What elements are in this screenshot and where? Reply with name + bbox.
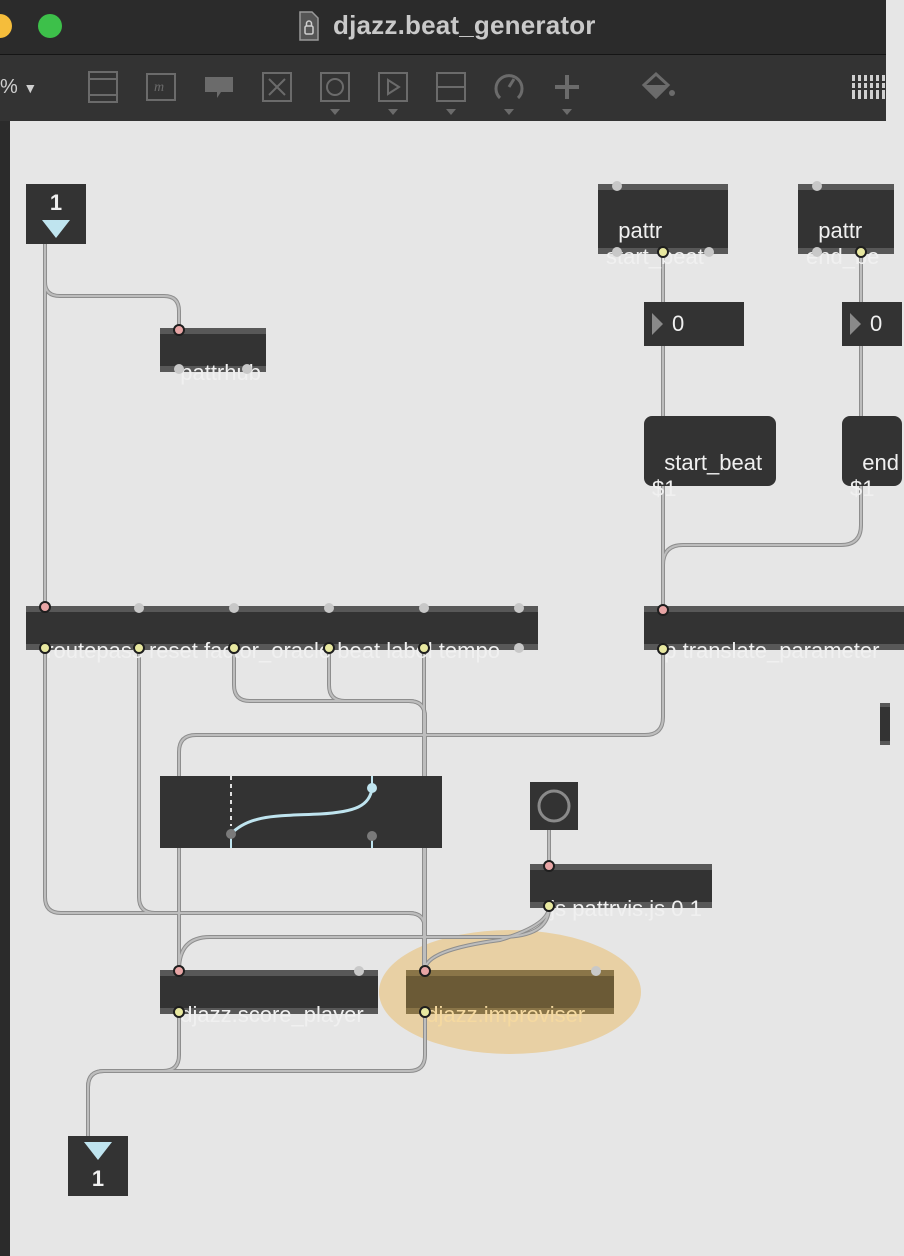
chevron-down-icon: ▼ xyxy=(23,80,38,96)
function-curve-widget[interactable] xyxy=(160,776,442,848)
message-label: start_beat $1 xyxy=(652,450,763,501)
add-icon[interactable] xyxy=(549,69,585,105)
number-value: 0 xyxy=(870,311,883,336)
title-bar: djazz.beat_generator xyxy=(0,0,886,55)
score-player-object[interactable]: djazz.score_player xyxy=(160,970,378,1027)
object-label: pattr start_beat xyxy=(606,218,704,269)
button-icon[interactable] xyxy=(317,69,353,105)
object-label: p translate_parameter xyxy=(664,638,880,663)
improviser-object[interactable]: djazz.improviser xyxy=(406,970,614,1027)
object-label: djazz.improviser xyxy=(426,1002,586,1027)
paint-bucket-icon[interactable] xyxy=(640,69,676,105)
chevron-down-icon xyxy=(504,109,514,115)
message-start-beat[interactable]: start_beat $1 xyxy=(644,416,776,501)
zoom-window-button[interactable] xyxy=(38,14,62,38)
inlet-arrow-icon xyxy=(42,220,70,238)
toolbar: % ▼ m xyxy=(0,55,886,121)
bang-button[interactable] xyxy=(530,782,578,830)
object-label: pattr end_be xyxy=(806,218,880,269)
svg-text:m: m xyxy=(154,80,164,95)
offscreen-object[interactable] xyxy=(880,703,890,745)
slider-icon[interactable] xyxy=(433,69,469,105)
number-box-end[interactable]: 0 xyxy=(842,302,902,346)
pattr-start-beat-object[interactable]: pattr start_beat xyxy=(598,184,728,269)
number-value: 0 xyxy=(672,311,685,336)
comment-icon[interactable] xyxy=(201,69,237,105)
document-lock-icon xyxy=(299,11,319,41)
translate-parameter-subpatcher[interactable]: p translate_parameter xyxy=(644,606,904,663)
outlet-arrow-icon xyxy=(84,1142,112,1160)
chevron-down-icon xyxy=(330,109,340,115)
patcher-inlet[interactable]: 1 xyxy=(26,184,86,244)
message-label: end $1 xyxy=(850,450,899,501)
text-icon[interactable]: m xyxy=(143,69,179,105)
presentation-icon[interactable] xyxy=(85,69,121,105)
object-label: djazz.score_player xyxy=(180,1002,364,1027)
dial-icon[interactable] xyxy=(491,69,527,105)
number-arrow-icon xyxy=(652,313,663,335)
chevron-down-icon xyxy=(388,109,398,115)
message-end-beat[interactable]: end $1 xyxy=(842,416,902,501)
window-title: djazz.beat_generator xyxy=(333,10,596,40)
object-label: js pattrvis.js 0 1 xyxy=(550,896,702,921)
outlet-number: 1 xyxy=(91,1166,105,1191)
patcher-outlet[interactable]: 1 xyxy=(68,1136,128,1196)
left-margin xyxy=(0,121,10,1256)
minimize-window-button[interactable] xyxy=(0,14,12,38)
pattrhub-object[interactable]: pattrhub xyxy=(160,328,266,385)
zoom-level[interactable]: % ▼ xyxy=(0,76,37,99)
number-box-start[interactable]: 0 xyxy=(644,302,744,346)
chevron-down-icon xyxy=(562,109,572,115)
inlet-number: 1 xyxy=(49,190,63,215)
js-pattrvis-object[interactable]: js pattrvis.js 0 1 xyxy=(530,864,712,921)
zoom-label: % xyxy=(0,76,18,98)
object-label: routepass reset factor_oracle beat label… xyxy=(46,638,500,663)
routepass-object[interactable]: routepass reset factor_oracle beat label… xyxy=(26,606,538,663)
object-label: pattrhub xyxy=(180,360,261,385)
pattr-end-beat-object[interactable]: pattr end_be xyxy=(798,184,894,269)
number-arrow-icon xyxy=(850,313,861,335)
bang-circle-icon xyxy=(537,789,571,823)
chevron-down-icon xyxy=(446,109,456,115)
toggle-icon[interactable] xyxy=(259,69,295,105)
message-icon[interactable] xyxy=(375,69,411,105)
curve-graph xyxy=(226,776,377,848)
grid-icon[interactable] xyxy=(850,69,886,105)
